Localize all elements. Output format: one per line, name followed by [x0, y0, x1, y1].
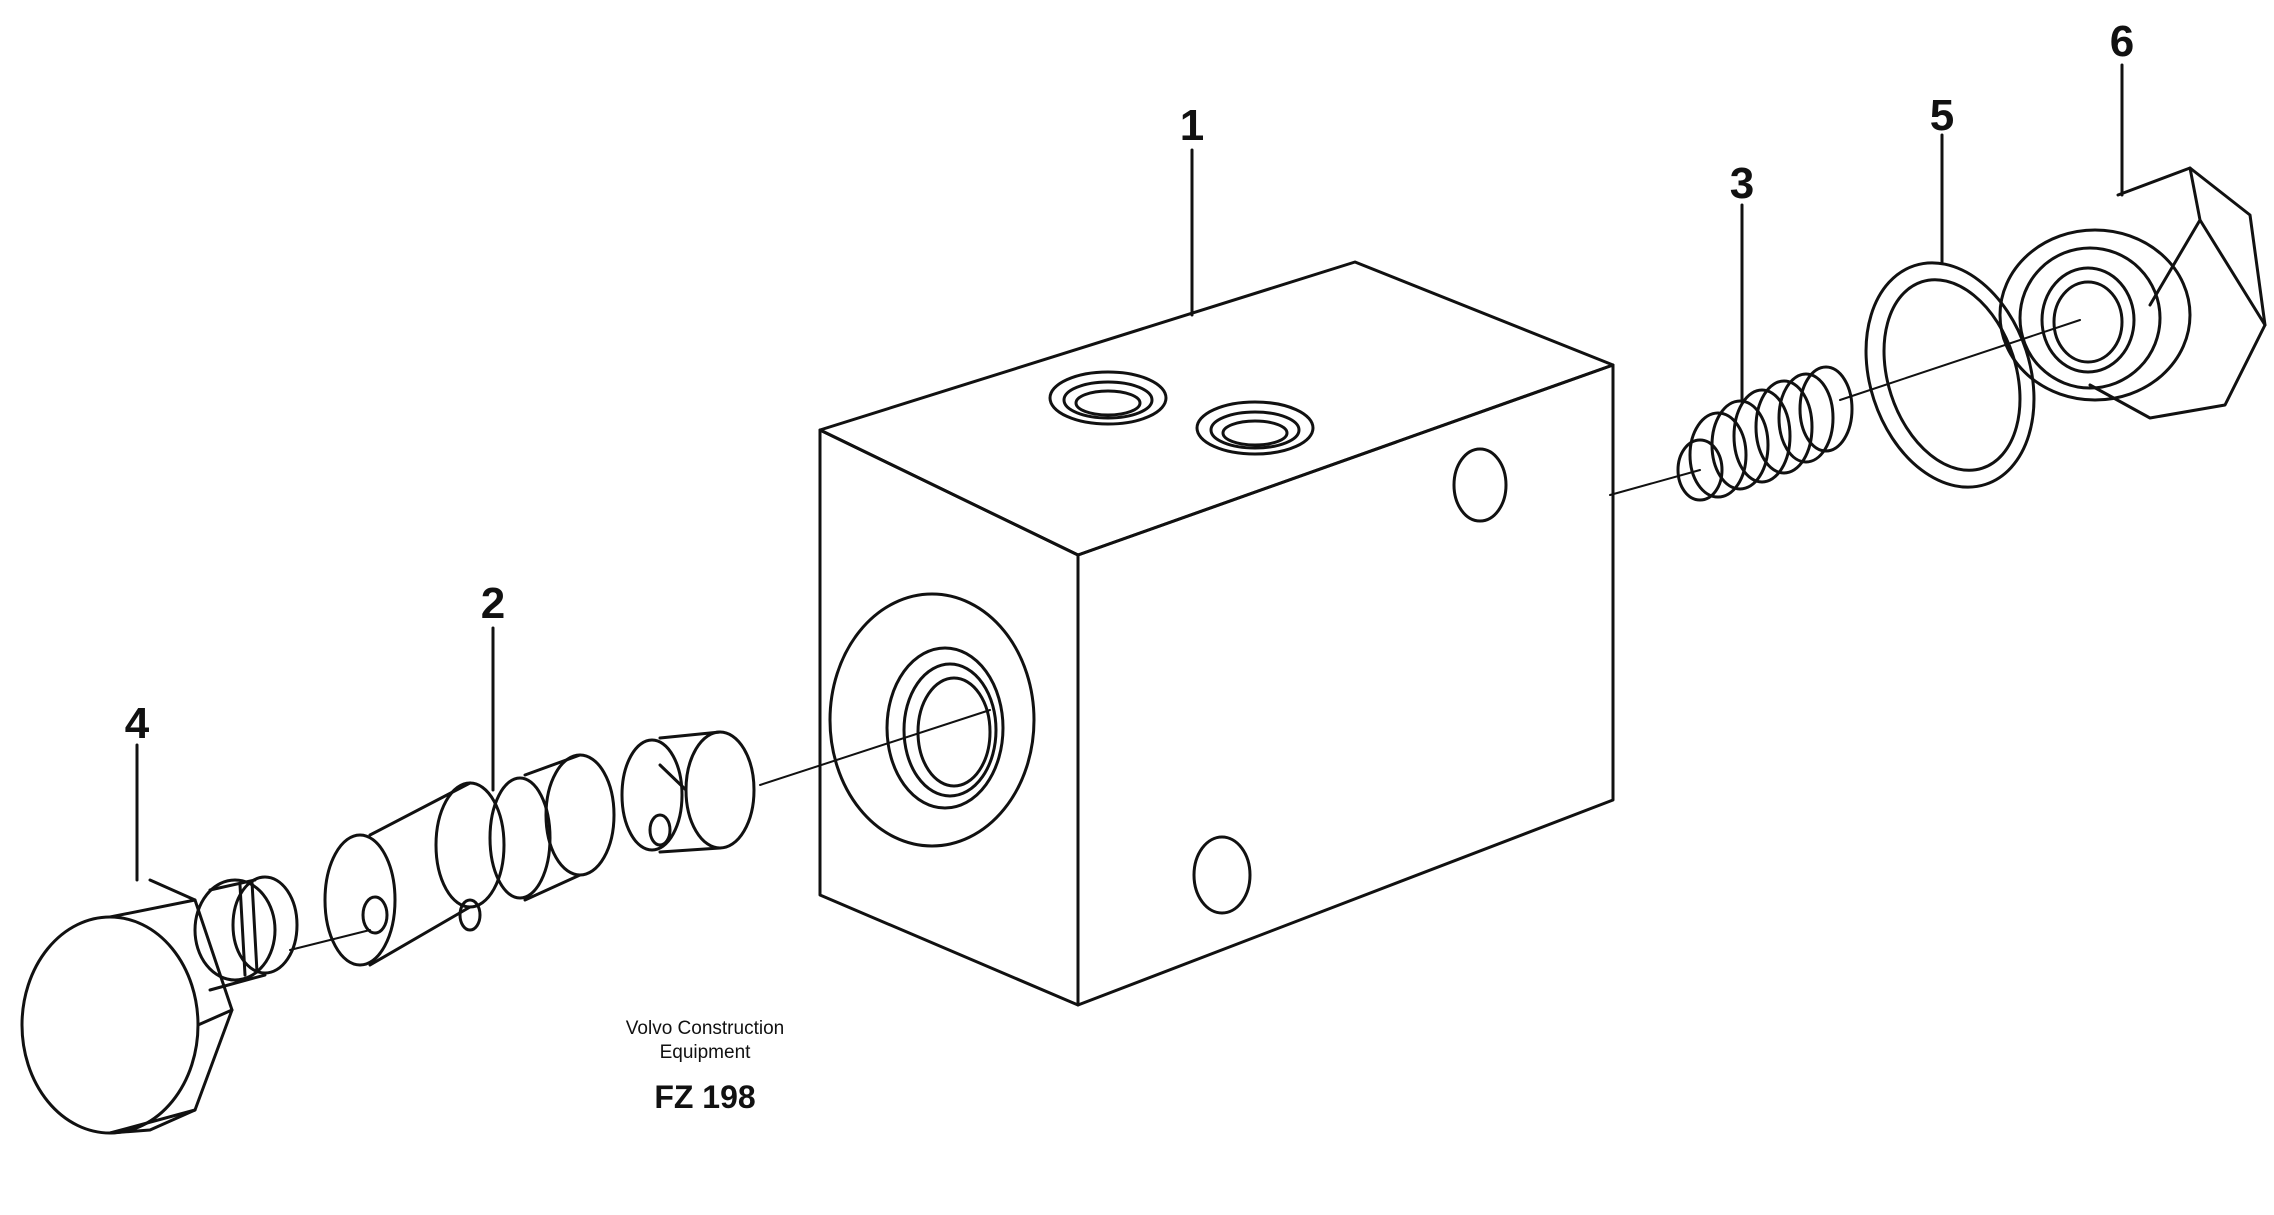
callout-1: 1: [1180, 101, 1204, 150]
side-hole-upper: [1452, 447, 1508, 523]
top-port-1: [1048, 370, 1168, 426]
valve-housing-block: [818, 260, 1615, 1007]
spring: [1676, 365, 1854, 502]
spool: [323, 730, 756, 967]
callout-4: 4: [125, 699, 150, 748]
figure-code: FZ 198: [654, 1079, 755, 1115]
callout-2: 2: [481, 579, 505, 628]
hex-plug: [1998, 166, 2267, 420]
assembly-axis-lines: [289, 319, 2081, 951]
front-bore: [828, 592, 1036, 848]
plug: [20, 875, 299, 1135]
top-port-2: [1195, 400, 1315, 456]
callout-5: 5: [1930, 91, 1954, 140]
leader-lines: [135, 63, 2124, 882]
callout-6: 6: [2110, 17, 2134, 66]
credit-line-2: Equipment: [660, 1042, 752, 1063]
credit-line-1: Volvo Construction: [626, 1018, 784, 1039]
callout-3: 3: [1730, 159, 1754, 208]
side-hole-lower: [1192, 835, 1252, 915]
